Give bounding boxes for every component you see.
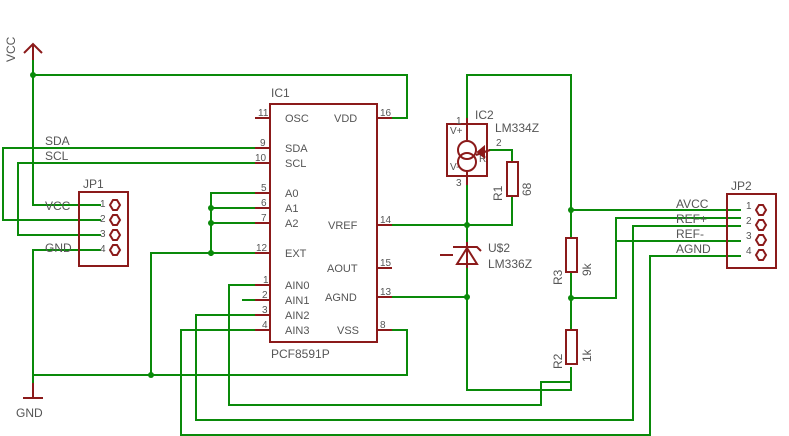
ic2-vminus: V- <box>450 162 459 173</box>
jp2-pin-shapes <box>754 204 768 261</box>
gnd-label: GND <box>16 406 43 420</box>
jp1-connector: JP1 1 2 3 4 <box>78 177 129 267</box>
ic2-ref: IC2 <box>475 108 494 122</box>
ic1-pin-num: 12 <box>256 243 268 254</box>
net-label-sda: SDA <box>45 134 70 148</box>
ic1-pin-num: 9 <box>260 138 266 149</box>
ic1-pin-num: 1 <box>263 275 269 286</box>
ic1-pin-name: VDD <box>334 113 357 125</box>
r2-ref: R2 <box>551 353 565 369</box>
ic1-pin-num: 8 <box>380 320 386 331</box>
jp1-pin-num: 1 <box>100 199 106 210</box>
gnd-symbol: GND <box>16 383 43 420</box>
r1-resistor: R1 68 <box>491 161 534 201</box>
ic1-pin-name: VREF <box>328 220 358 232</box>
r1-ref: R1 <box>491 185 505 201</box>
net-label-refplus: REF+ <box>676 212 707 226</box>
ic1-pin-name: AIN2 <box>285 310 309 322</box>
ic2-lm334z: IC2 LM334Z V+ V- R 1 2 3 <box>446 108 539 189</box>
ic1-pin-name: AIN3 <box>285 325 309 337</box>
ic1-pin-name: AIN0 <box>285 280 309 292</box>
ic1-value: PCF8591P <box>271 347 330 361</box>
ic1-pin-num: 11 <box>258 108 269 119</box>
net-labels-right: AVCC REF+ REF- AGND <box>676 197 711 256</box>
ic1-pin-name: EXT <box>285 248 307 260</box>
jp1-pin-num: 2 <box>100 214 106 225</box>
u2-value: LM336Z <box>488 257 532 271</box>
r3-ref: R3 <box>551 269 565 285</box>
ic1-pin-name: OSC <box>285 113 309 125</box>
ic2-vplus: V+ <box>450 126 463 137</box>
ic1-pin-name: A0 <box>285 188 298 200</box>
ic1-pin-name: VSS <box>337 325 359 337</box>
ic1-pin-name: AIN1 <box>285 295 309 307</box>
ic1-pin-name: A2 <box>285 218 298 230</box>
ic2-r: R <box>479 154 486 165</box>
r2-value: 1k <box>580 348 594 362</box>
jp1-pin-shapes <box>108 199 122 256</box>
jp2-connector: JP2 1 2 3 4 <box>726 179 777 269</box>
ic1-pin-num: 16 <box>380 108 392 119</box>
ic2-value: LM334Z <box>495 121 539 135</box>
ic1-pin-num: 15 <box>380 258 392 269</box>
ic1-pin-num: 13 <box>380 287 392 298</box>
net-label-vcc: VCC <box>45 199 71 213</box>
ic1-pcf8591p: IC1 PCF8591P 11 OSC 9 SDA 10 SCL 5 A0 6 … <box>255 86 392 361</box>
wires <box>2 59 741 436</box>
net-labels-left: SDA SCL VCC GND <box>45 134 72 255</box>
net-label-refminus: REF- <box>676 227 704 241</box>
r3-value: 9k <box>580 262 594 276</box>
net-label-scl: SCL <box>45 149 69 163</box>
u2-ref: U$2 <box>488 241 510 255</box>
ic1-ref: IC1 <box>271 86 290 100</box>
jp2-pin-num: 2 <box>746 216 752 227</box>
net-label-agnd: AGND <box>676 242 711 256</box>
ic1-pin-num: 7 <box>261 213 267 224</box>
r1-value: 68 <box>520 182 534 196</box>
ic1-pin-num: 5 <box>261 183 267 194</box>
ic2-pin3: 3 <box>456 178 462 189</box>
jp2-pin-num: 4 <box>746 246 752 257</box>
jp2-ref: JP2 <box>731 179 752 193</box>
jp1-ref: JP1 <box>83 177 104 191</box>
jp1-pin-num: 3 <box>100 229 106 240</box>
vcc-label: VCC <box>4 36 18 62</box>
ic1-pin-name: A1 <box>285 203 298 215</box>
ic1-pin-num: 10 <box>255 153 267 164</box>
r2-resistor: R2 1k <box>551 329 594 369</box>
ic2-pin2: 2 <box>496 138 502 149</box>
net-label-gnd: GND <box>45 241 72 255</box>
ic1-pin-name: AGND <box>325 292 357 304</box>
vcc-symbol: VCC <box>4 36 43 62</box>
u2-lm336z: U$2 LM336Z <box>440 241 532 271</box>
net-label-avcc: AVCC <box>676 197 709 211</box>
jp1-pin-num: 4 <box>100 244 106 255</box>
jp2-pin-num: 1 <box>746 201 752 212</box>
r3-resistor: R3 9k <box>551 237 594 285</box>
ic2-pin1: 1 <box>456 116 462 127</box>
ic1-pin-num: 2 <box>262 290 268 301</box>
ic1-pin-num: 6 <box>261 198 267 209</box>
ic1-pin-num: 14 <box>380 215 392 226</box>
ic1-pin-num: 3 <box>262 305 268 316</box>
ic1-pin-name: AOUT <box>327 263 358 275</box>
junctions <box>30 72 574 378</box>
ic1-pin-name: SCL <box>285 158 306 170</box>
jp2-pin-num: 3 <box>746 231 752 242</box>
ic1-pin-num: 4 <box>262 320 268 331</box>
ic1-pin-name: SDA <box>285 143 308 155</box>
